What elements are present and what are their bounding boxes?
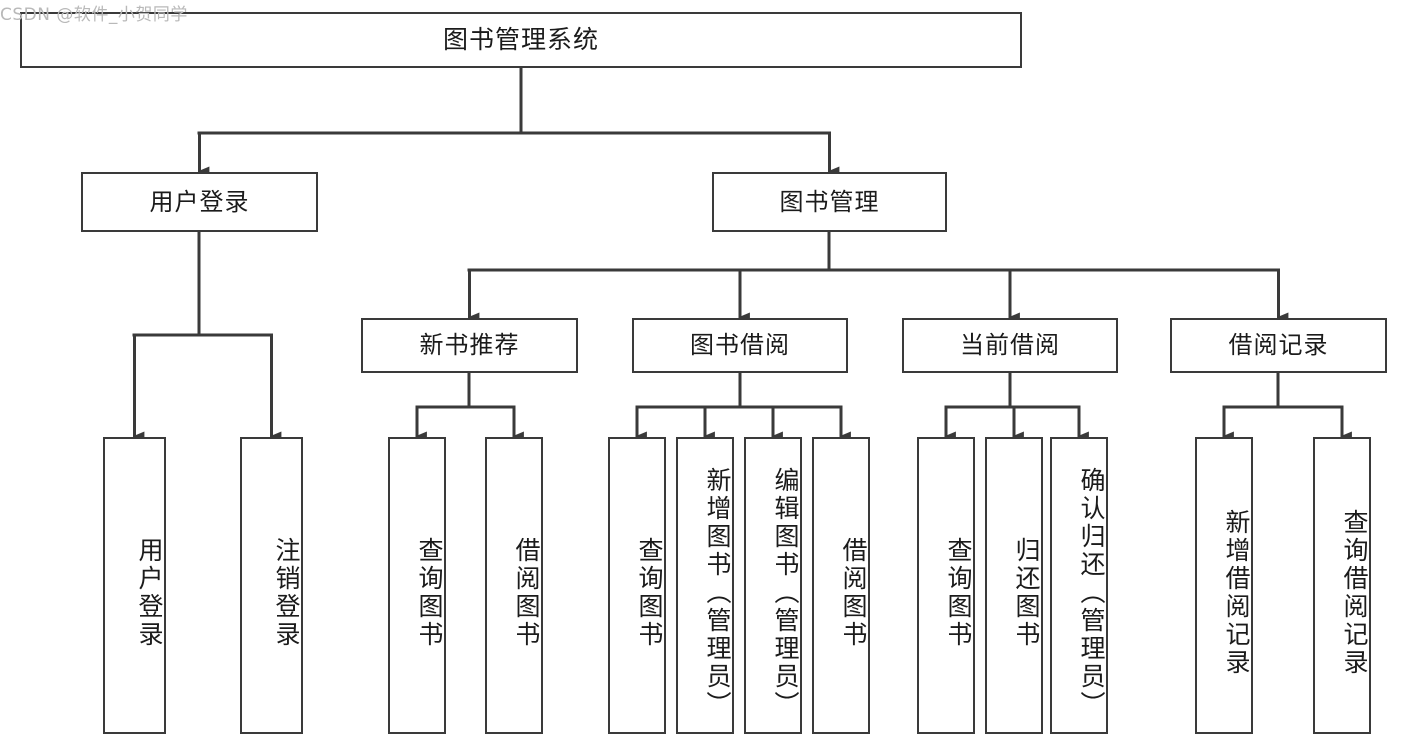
tree-connectors [132, 66, 1352, 441]
node-leaf-confirm-return: 确认归还（管理员） [1050, 437, 1108, 734]
node-book-borrow: 图书借阅 [632, 318, 848, 373]
node-leaf-user-login: 用户登录 [103, 437, 166, 734]
node-leaf-add-record: 新增借阅记录 [1195, 437, 1253, 734]
node-leaf-query-record: 查询借阅记录 [1313, 437, 1371, 734]
node-current-borrow: 当前借阅 [902, 318, 1118, 373]
node-leaf-borrow-book-1: 借阅图书 [485, 437, 543, 734]
node-leaf-edit-book: 编辑图书（管理员） [744, 437, 802, 734]
node-leaf-return-book: 归还图书 [985, 437, 1043, 734]
watermark-label: CSDN @软件_小贺同学 [0, 5, 188, 25]
node-leaf-borrow-book-2: 借阅图书 [812, 437, 870, 734]
node-new-book-recommend: 新书推荐 [361, 318, 578, 373]
node-borrow-record: 借阅记录 [1170, 318, 1387, 373]
node-root-system: 图书管理系统 [20, 12, 1022, 68]
node-leaf-query-book-1: 查询图书 [388, 437, 446, 734]
node-user-login: 用户登录 [81, 172, 318, 232]
node-book-manage: 图书管理 [712, 172, 947, 232]
node-leaf-user-logout: 注销登录 [240, 437, 303, 734]
node-leaf-query-book-3: 查询图书 [917, 437, 975, 734]
node-leaf-query-book-2: 查询图书 [608, 437, 666, 734]
node-leaf-add-book: 新增图书（管理员） [676, 437, 734, 734]
